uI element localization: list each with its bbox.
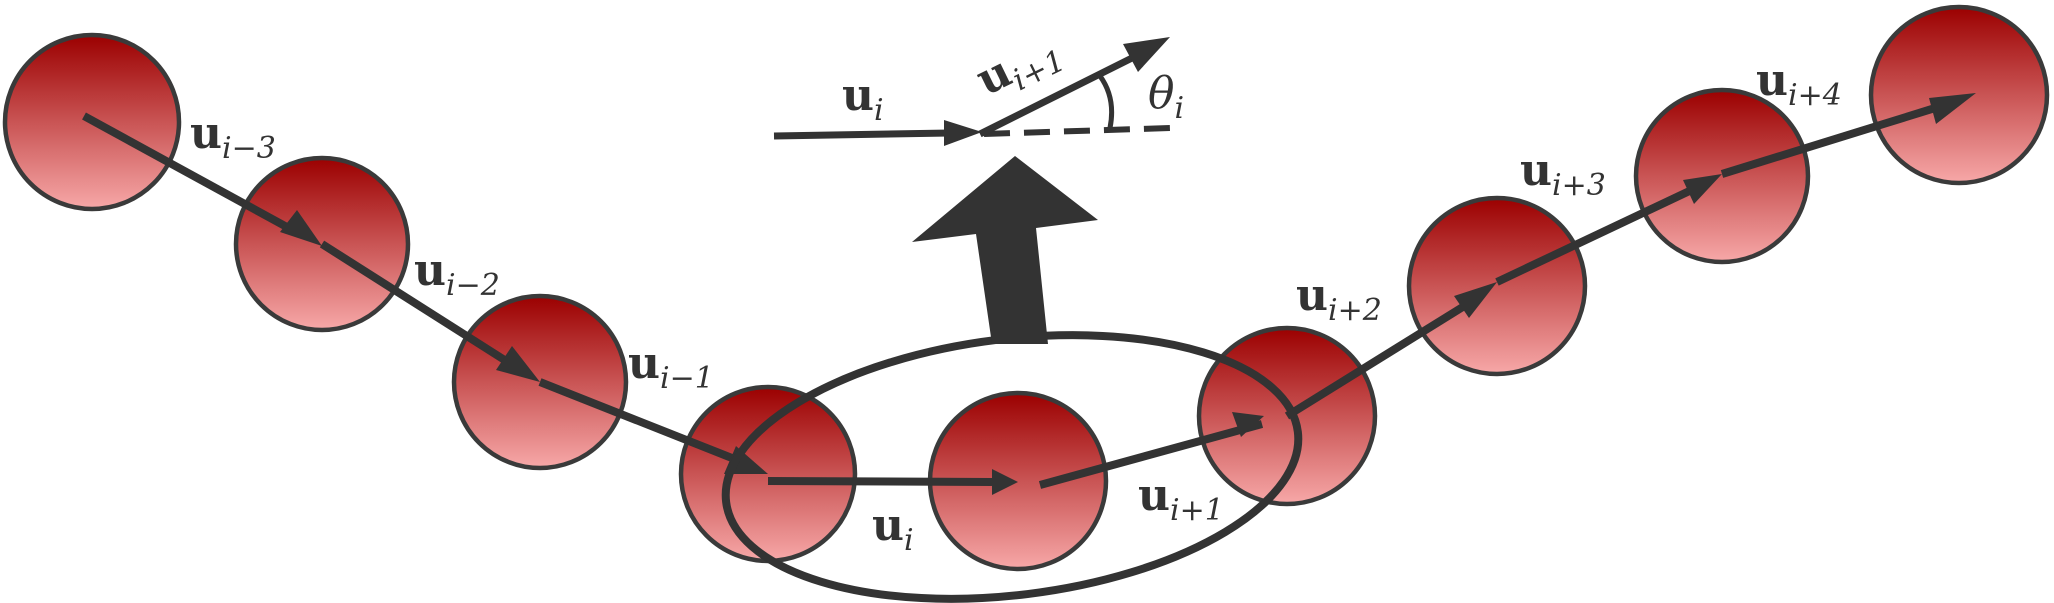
zoom-arrow [912,156,1098,344]
inset-label-u-i: ui [842,70,884,128]
bond-u-im3 [82,112,298,236]
bond-vectors [82,93,1976,495]
label-u-i: ui [872,500,914,558]
arrowhead-u-ip4 [1929,93,1976,124]
beads [2,4,2050,572]
bond-u-ip3 [1495,182,1702,286]
label-u-im3: ui−3 [190,108,276,166]
inset-reference-line [983,125,1171,137]
label-u-im2: ui−2 [414,245,500,303]
inset-label-theta: θi [1148,68,1184,126]
labels: ui−3 ui−2 ui−1 ui ui+1 ui+2 ui+3 ui+4 ui… [190,43,1842,558]
label-u-ip3: ui+3 [1520,145,1606,203]
inset-angle-diagram [773,37,1171,146]
bond-u-ip1 [1038,420,1264,489]
bead-7 [1406,195,1588,377]
label-u-ip2: ui+2 [1296,270,1382,328]
arrowhead-u-i [992,469,1018,495]
arrowhead-u-ip2 [1454,282,1497,318]
bond-u-i [767,477,993,486]
label-u-ip1: ui+1 [1138,470,1224,528]
bond-u-ip2 [1284,296,1477,420]
arrowhead-u-im2 [496,346,540,382]
inset-arrowhead-u-ip1 [1123,37,1170,72]
bond-u-im1 [538,378,744,466]
label-u-im1: ui−1 [628,338,714,396]
arrowhead-u-ip3 [1683,174,1722,204]
bond-u-im2 [319,240,517,370]
inset-arrowhead-u-i [944,120,982,146]
inset-vector-u-i [773,129,951,140]
arrowhead-u-ip1 [1232,412,1264,437]
bead-8 [1633,87,1811,265]
arrowhead-u-im3 [280,210,322,246]
bond-u-ip4 [1720,100,1950,178]
label-u-ip4: ui+4 [1756,55,1842,113]
inset-vector-u-ip1 [978,50,1142,138]
inset-angle-arc [1097,74,1115,129]
